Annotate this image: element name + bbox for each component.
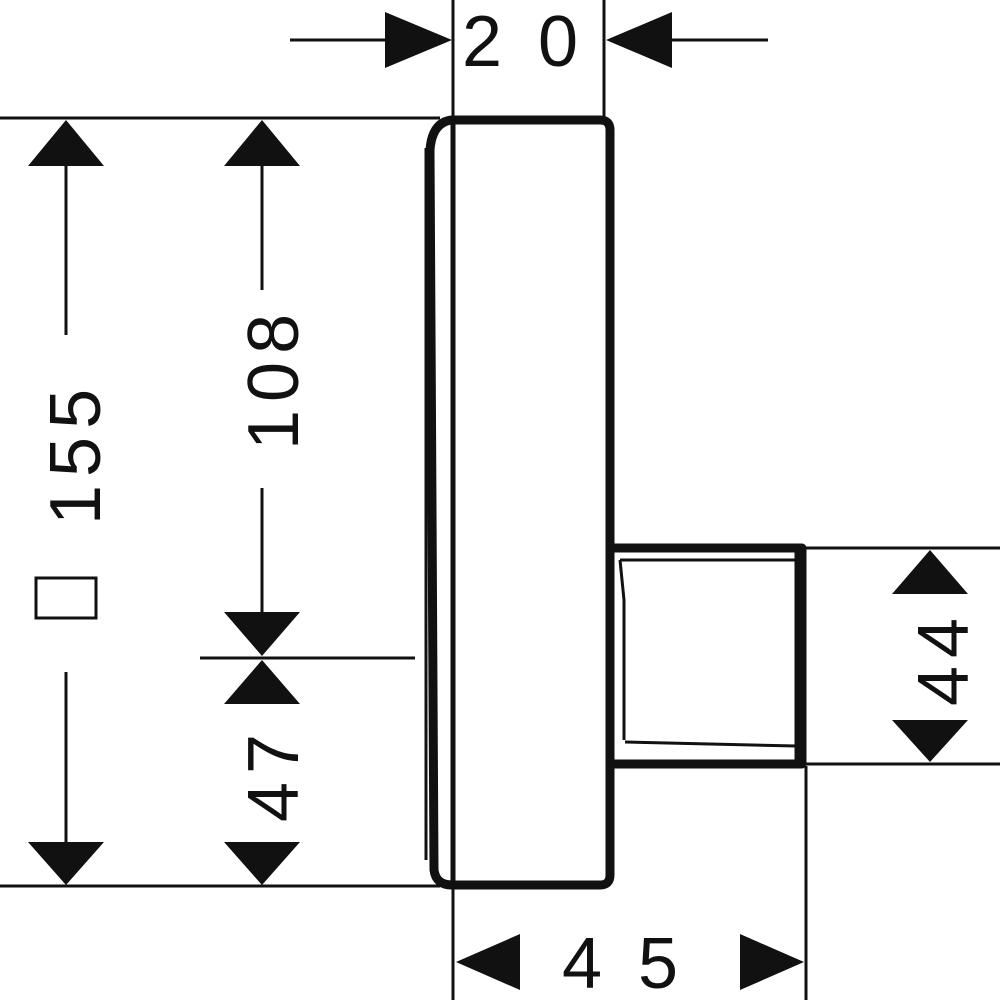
dimension-depth-front: 2 0 bbox=[290, 2, 768, 82]
outlet-left-inner bbox=[618, 559, 626, 740]
depth-front-label: 2 0 bbox=[462, 2, 586, 82]
dimension-upper-height: 108 bbox=[224, 120, 314, 656]
outlet-bottom-inner bbox=[624, 740, 797, 748]
dimension-overall-depth: 4 5 bbox=[456, 924, 804, 1000]
outlet-outline bbox=[614, 543, 807, 769]
dimension-lower-height: 47 bbox=[224, 660, 314, 885]
cover-plate bbox=[424, 115, 615, 890]
square-symbol bbox=[34, 576, 98, 620]
overall-depth-label: 4 5 bbox=[562, 924, 686, 1000]
dimension-overall-height: 155 □ bbox=[28, 120, 116, 885]
plate-outline bbox=[425, 115, 615, 890]
dimension-outlet-height: 44 bbox=[892, 550, 984, 762]
lower-height-label: 47 bbox=[234, 726, 314, 822]
upper-height-label: 108 bbox=[234, 306, 314, 450]
outlet-height-label: 44 bbox=[904, 610, 984, 706]
outlet-body bbox=[614, 543, 807, 769]
overall-height-label: 155 bbox=[36, 381, 116, 525]
